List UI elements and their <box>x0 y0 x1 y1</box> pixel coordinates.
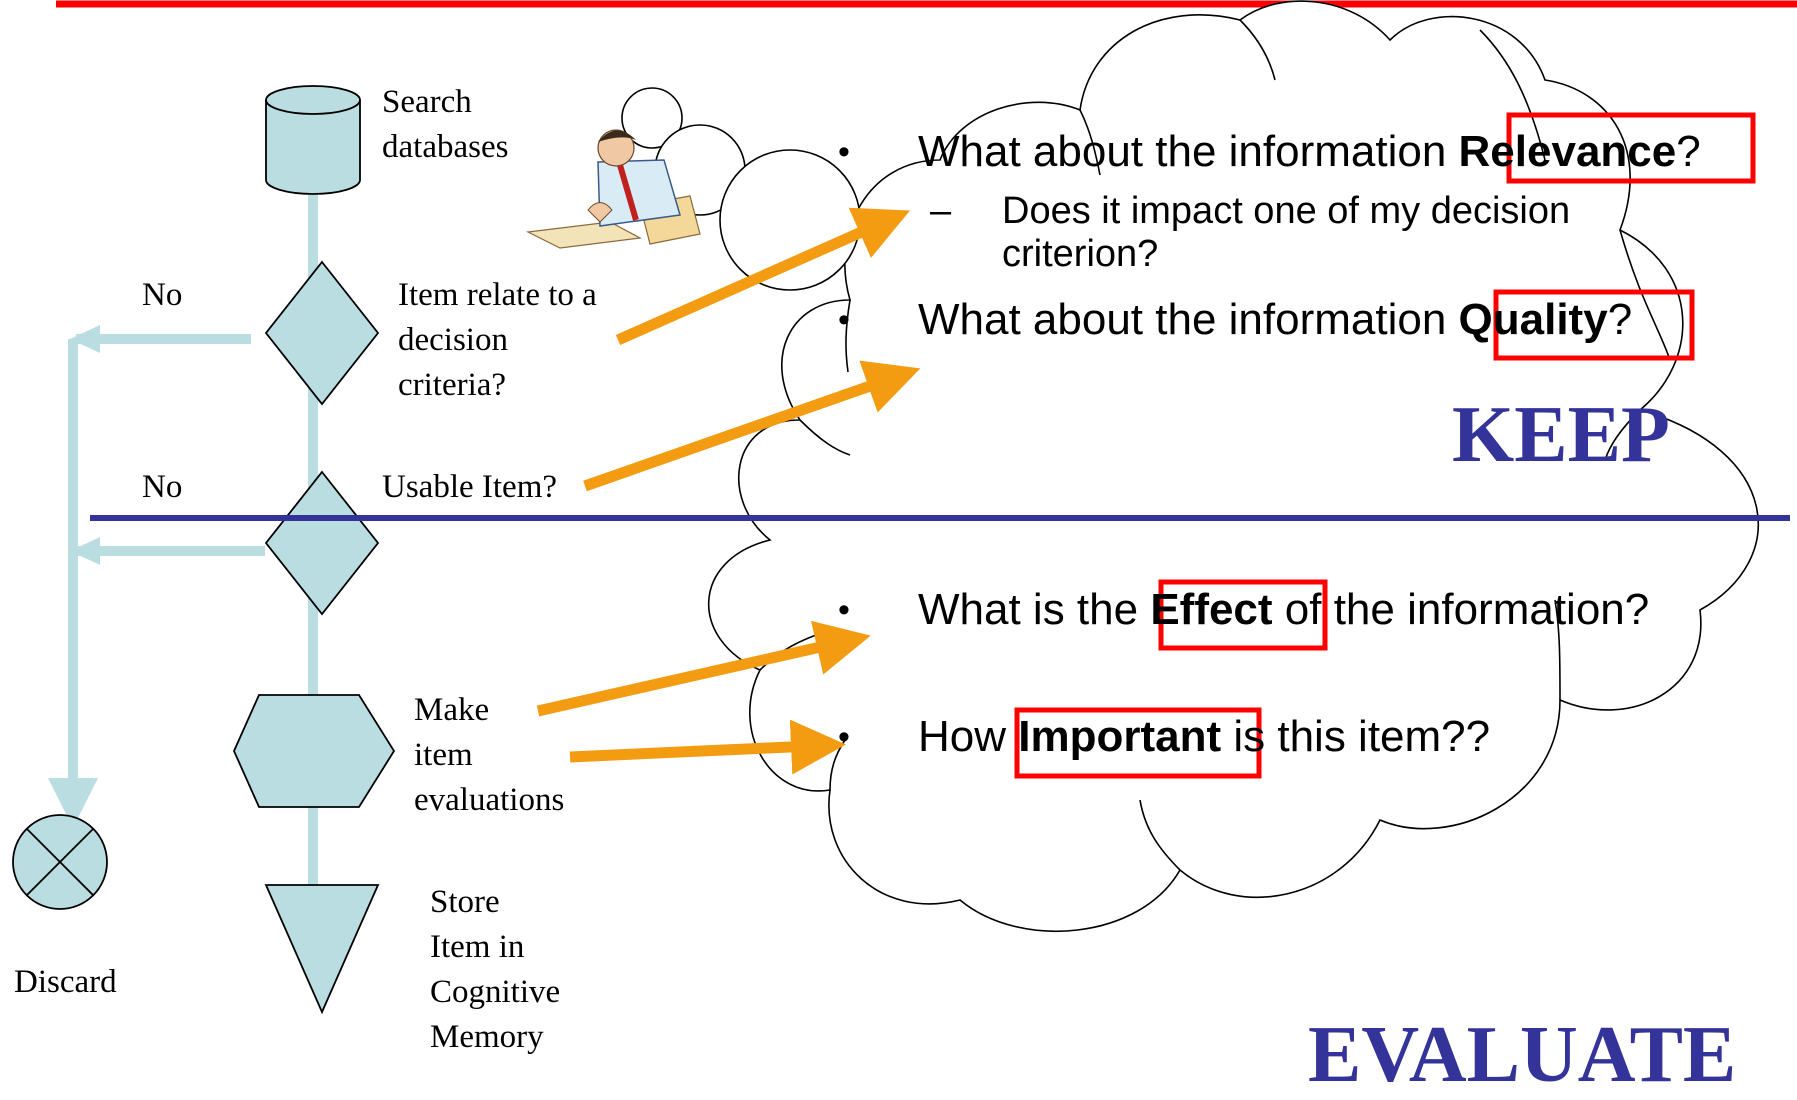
decision-diamond-usable <box>264 470 380 616</box>
store-label-line-4: Memory <box>430 1019 544 1055</box>
relate-decision-label: Item relate to a decision criteria? <box>398 273 597 408</box>
q4-key: Important <box>1018 712 1222 761</box>
highlight-quality <box>1493 289 1695 361</box>
no-label-relate: No <box>142 277 183 313</box>
usable-item-label: Usable Item? <box>382 469 558 505</box>
eval-label-line-1: Make <box>414 692 490 728</box>
highlight-relevance <box>1506 112 1756 184</box>
bullet-dot: • <box>838 301 850 339</box>
bullet-important: • How Important is this item?? <box>838 712 1490 762</box>
sub-bullet-criterion: – Does it impact one of my decision crit… <box>930 190 1571 276</box>
arrow-relevance <box>615 207 911 346</box>
thought-bubble-small <box>621 87 683 149</box>
bullet-relevance: • What about the information Relevance? <box>838 127 1701 177</box>
q1-sub-line-2: criterion? <box>1002 233 1159 275</box>
relate-label-line-3: criteria? <box>398 367 507 403</box>
bullet-dot: • <box>838 718 850 756</box>
store-triangle <box>264 884 380 1015</box>
search-databases-label: Search databases <box>382 80 508 170</box>
relate-label-line-2: decision <box>398 322 508 358</box>
no-arrowhead-2 <box>70 537 100 565</box>
q3-pre: What is the <box>918 585 1151 634</box>
q4-post: is this item?? <box>1221 712 1491 761</box>
highlight-effect <box>1158 579 1328 651</box>
q3-key: Effect <box>1150 585 1273 634</box>
make-evaluations-label: Make item evaluations <box>414 688 564 823</box>
relate-label-line-1: Item relate to a <box>398 277 597 313</box>
q2-post: ? <box>1607 295 1633 344</box>
eval-label-line-2: item <box>414 737 473 773</box>
decision-diamond-relate <box>264 260 380 406</box>
arrow-quality <box>583 360 921 492</box>
store-label-line-1: Store <box>430 884 500 920</box>
database-shape <box>265 85 361 195</box>
no-arrowhead-1 <box>70 325 100 353</box>
store-memory-label: Store Item in Cognitive Memory <box>430 880 560 1060</box>
q2-key: Quality <box>1458 295 1608 344</box>
q1-key: Relevance <box>1458 127 1677 176</box>
q3-post: of the information? <box>1272 585 1650 634</box>
q4-pre: How <box>918 712 1019 761</box>
q1-post: ? <box>1676 127 1701 176</box>
store-label-line-2: Item in <box>430 929 525 965</box>
bullet-dot: • <box>838 133 850 171</box>
evaluate-heading: EVALUATE <box>1308 1011 1737 1099</box>
bullet-dot: • <box>838 591 850 629</box>
q2-pre: What about the information <box>918 295 1459 344</box>
bullet-quality: • What about the information Quality? <box>838 295 1632 345</box>
highlight-important <box>1014 707 1262 779</box>
arrow-important <box>569 719 846 775</box>
search-label-line-2: databases <box>382 129 509 165</box>
q1-pre: What about the information <box>918 127 1459 176</box>
q1-sub-line-1: Does it impact one of my decision <box>1002 190 1571 232</box>
no-label-usable: No <box>142 469 183 505</box>
keep-heading: KEEP <box>1452 391 1670 479</box>
store-label-line-3: Cognitive <box>430 974 561 1010</box>
circle-x-icon <box>12 814 108 910</box>
bullet-effect: • What is the Effect of the information? <box>838 585 1649 635</box>
eval-label-line-3: evaluations <box>414 782 565 818</box>
businessman-reading-papers-icon <box>525 129 701 249</box>
arrow-effect <box>536 620 871 717</box>
search-label-line-1: Search <box>382 84 472 120</box>
discard-label: Discard <box>14 964 117 1000</box>
sub-dash: – <box>930 190 952 232</box>
process-hexagon <box>233 694 396 808</box>
